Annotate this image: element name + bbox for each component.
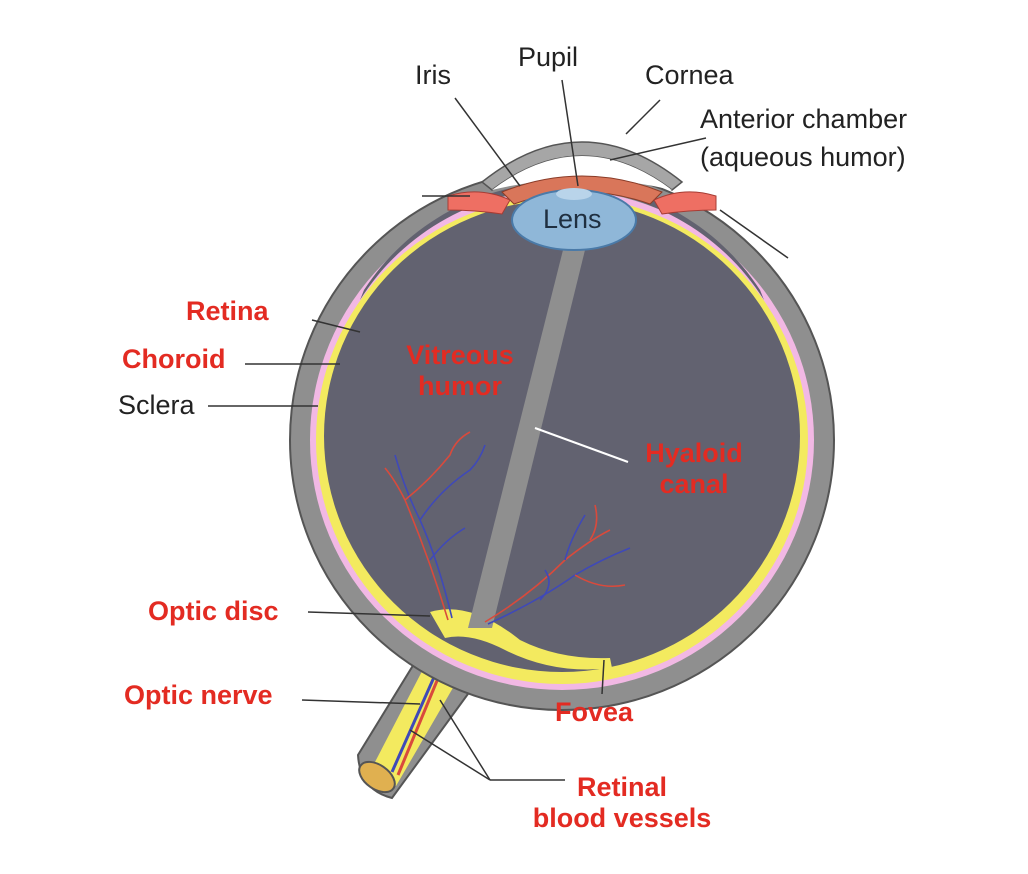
label-retinal-line-1: Retinal — [576, 772, 668, 802]
label-hyaloid-line-2: canal — [659, 469, 729, 500]
ciliary-body-right — [653, 191, 717, 215]
vitreous-humor — [324, 200, 800, 672]
leader-lines — [208, 79, 789, 781]
label-optic-disc: Optic disc — [148, 596, 279, 626]
label-iris: Iris — [415, 60, 451, 90]
label-cornea: Cornea — [645, 60, 734, 90]
label-hyaloid-canal: Hyaloid canal — [632, 438, 756, 500]
hyaloid-canal — [468, 250, 585, 628]
label-aqueous-humor: (aqueous humor) — [700, 142, 906, 172]
label-fovea: Fovea — [555, 697, 634, 727]
hyaloid-pointer-line — [534, 427, 629, 463]
label-retina: Retina — [186, 296, 269, 326]
label-retinal-blood-vessels: Retinal blood vessels — [515, 772, 729, 834]
label-pupil: Pupil — [518, 42, 579, 72]
label-anterior-chamber: Anterior chamber — [700, 104, 908, 134]
label-choroid: Choroid — [122, 344, 226, 374]
label-vitreous-humor: Vitreous humor — [398, 340, 522, 402]
label-lens: Lens — [543, 204, 602, 234]
ciliary-body-left — [447, 191, 511, 215]
label-retinal-line-2: blood vessels — [532, 803, 712, 834]
label-hyaloid-line-1: Hyaloid — [645, 438, 743, 468]
label-vitreous-line-1: Vitreous — [406, 340, 514, 370]
label-sclera: Sclera — [118, 390, 195, 420]
label-vitreous-line-2: humor — [418, 371, 502, 402]
label-optic-nerve: Optic nerve — [124, 680, 273, 710]
retinal-blood-vessels — [384, 431, 631, 625]
